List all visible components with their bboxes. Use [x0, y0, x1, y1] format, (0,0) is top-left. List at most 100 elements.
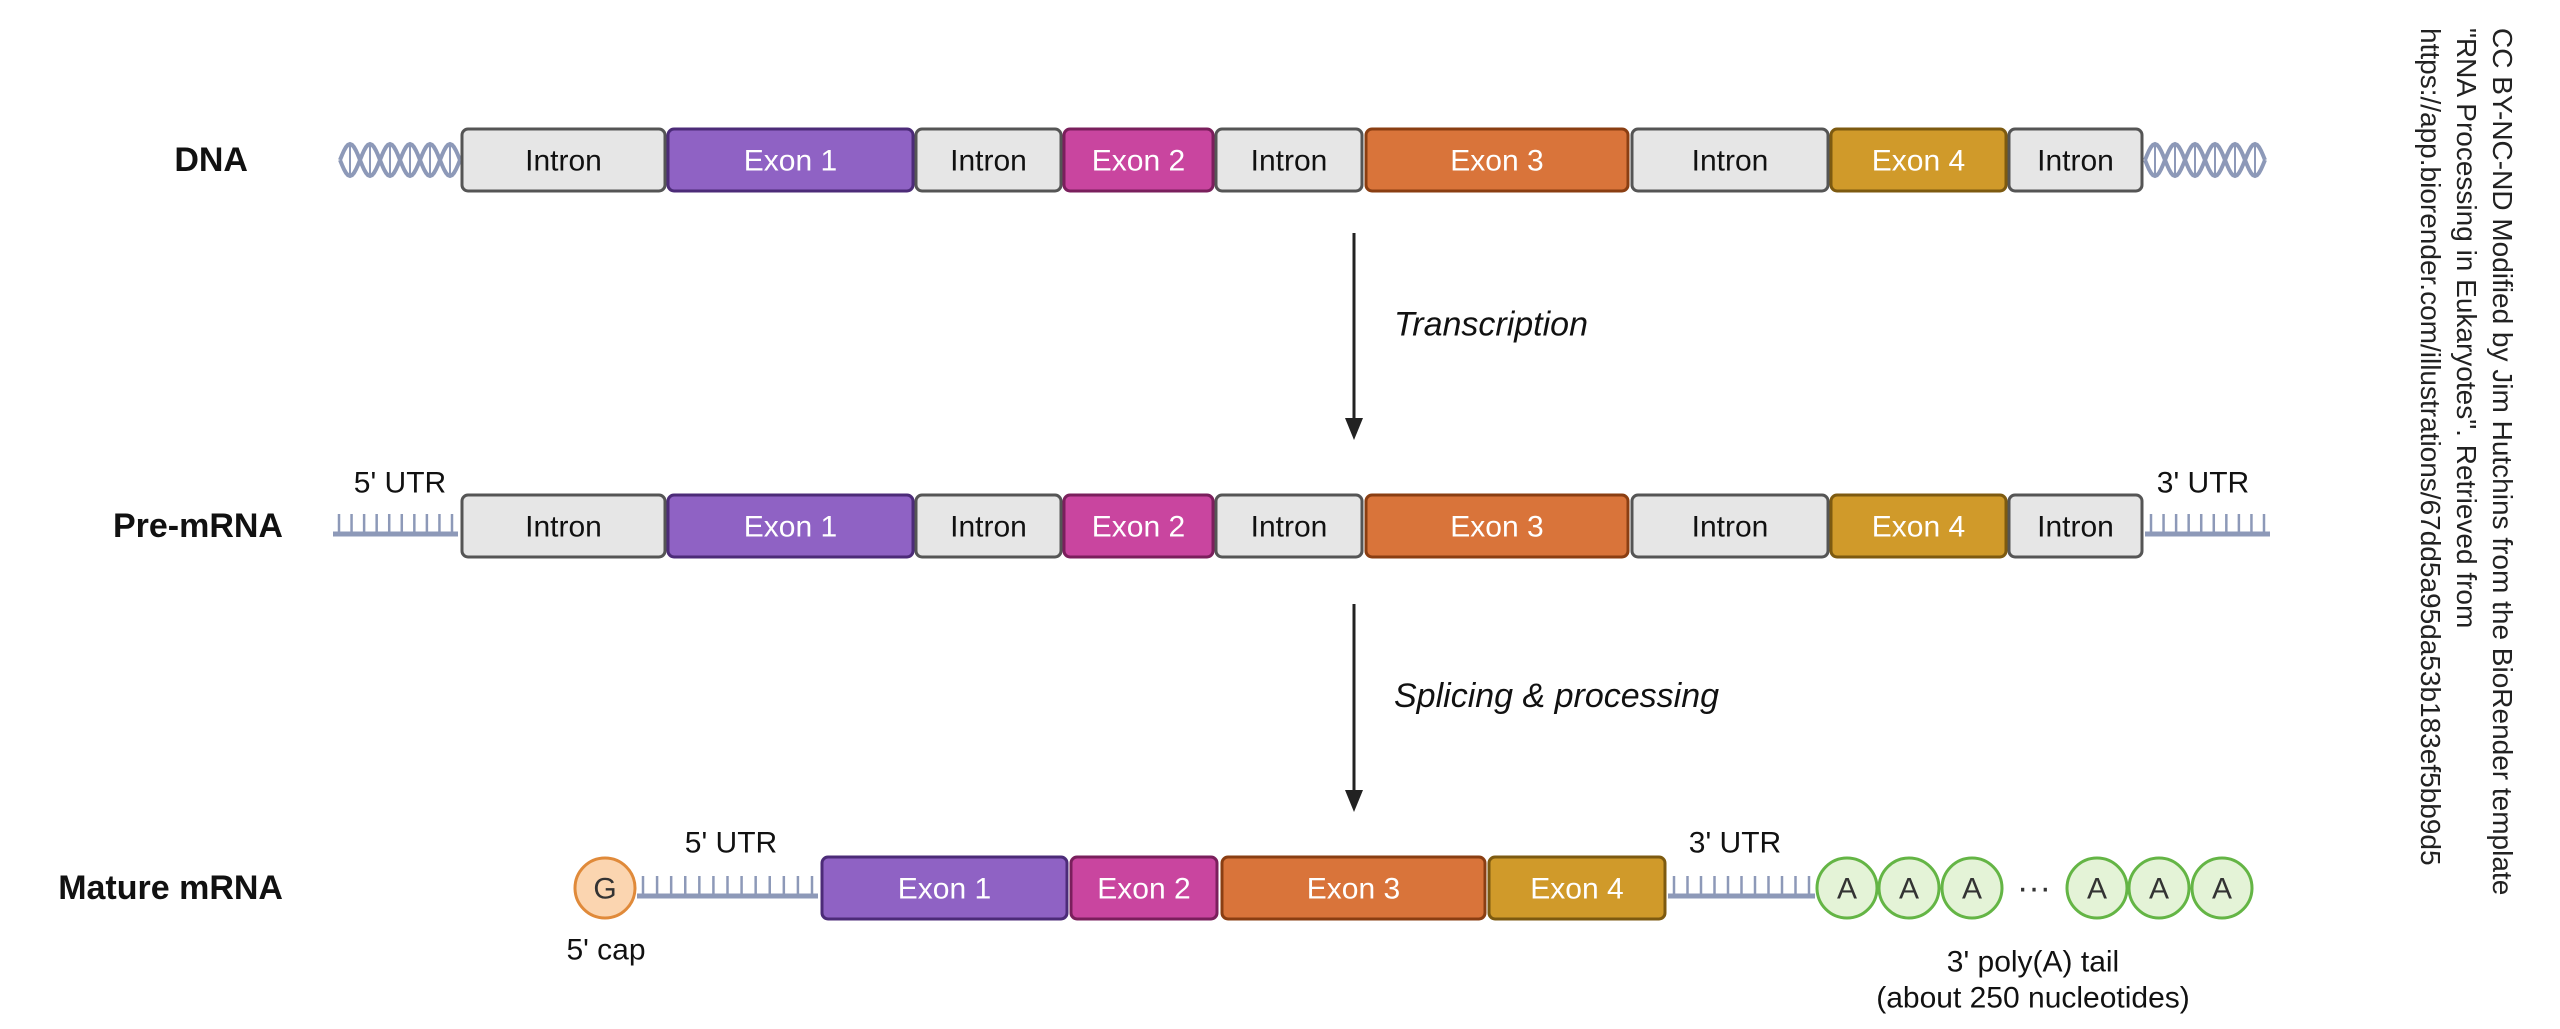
rna-strand-icon	[333, 514, 458, 537]
segment-label: Intron	[2037, 511, 2114, 544]
adenine-circle	[2190, 856, 2254, 920]
segment-label: Exon 4	[1872, 511, 1965, 544]
rna-strand-icon	[2145, 514, 2270, 537]
adenine-circle	[1877, 856, 1941, 920]
arrow-head-icon	[1345, 418, 1363, 440]
row-label-pre-mrna: Pre-mRNA	[113, 507, 283, 545]
segment-label: Exon 4	[1530, 873, 1623, 906]
segment-label: Exon 3	[1450, 511, 1543, 544]
tail-ellipsis: ···	[2017, 869, 2051, 907]
rna-strand-icon	[1668, 876, 1815, 899]
transcription-arrow: Transcription	[1345, 233, 1588, 440]
segment-box	[1487, 855, 1667, 921]
segment-label: Intron	[950, 145, 1027, 178]
adenine-circle	[1815, 856, 1879, 920]
segment-box	[1364, 493, 1630, 559]
exon4-segment: Exon 4	[1829, 127, 2008, 193]
segment-label: Intron	[1251, 511, 1328, 544]
utr3-label: 3' UTR	[1689, 827, 1781, 860]
exon2-segment: Exon 2	[1062, 127, 1215, 193]
segment-label: Exon 3	[1307, 873, 1400, 906]
attribution: CC BY-NC-ND Modified by Jim Hutchins fro…	[2415, 28, 2520, 1008]
utr5-label: 5' UTR	[354, 467, 446, 500]
intron-segment: Intron	[1214, 127, 1364, 193]
tail-label-line-2: (about 250 nucleotides)	[1876, 982, 2190, 1015]
attribution-line-2: "RNA Processing in Eukaryotes". Retrieve…	[2451, 28, 2482, 629]
segment-label: Exon 3	[1450, 145, 1543, 178]
intron-segment: Intron	[460, 127, 667, 193]
segment-box	[460, 493, 667, 559]
cap-letter: G	[593, 873, 616, 906]
exon2-segment: Exon 2	[1062, 493, 1215, 559]
segment-label: Intron	[950, 511, 1027, 544]
segment-box	[820, 855, 1069, 921]
exon3-segment: Exon 3	[1364, 127, 1630, 193]
dna-helix-icon	[338, 141, 462, 179]
segment-label: Exon 1	[744, 145, 837, 178]
segment-box	[1062, 127, 1215, 193]
segment-box	[1364, 127, 1630, 193]
utr5-label: 5' UTR	[685, 827, 777, 860]
segment-box	[1829, 493, 2008, 559]
intron-segment: Intron	[2007, 493, 2144, 559]
segment-box	[1062, 493, 1215, 559]
attribution-line-1: CC BY-NC-ND Modified by Jim Hutchins fro…	[2487, 28, 2518, 896]
segment-box	[460, 127, 667, 193]
segment-box	[1214, 493, 1364, 559]
adenine-letter: A	[1899, 873, 1919, 906]
segment-box	[914, 127, 1063, 193]
helix-strand	[2143, 141, 2267, 179]
segment-label: Exon 1	[744, 511, 837, 544]
segment-label: Exon 4	[1872, 145, 1965, 178]
intron-segment: Intron	[2007, 127, 2144, 193]
adenine-letter: A	[2212, 873, 2232, 906]
row-label-mature-mrna: Mature mRNA	[58, 869, 283, 907]
intron-segment: Intron	[460, 493, 667, 559]
intron-segment: Intron	[914, 127, 1063, 193]
segment-box	[1630, 127, 1830, 193]
segment-box	[666, 127, 915, 193]
exon4-segment: Exon 4	[1487, 855, 1667, 921]
exon1-segment: Exon 1	[666, 127, 915, 193]
segment-box	[1630, 493, 1830, 559]
tail-label-line-1: 3' poly(A) tail	[1947, 946, 2119, 979]
arrow-label: Splicing & processing	[1394, 677, 1719, 715]
adenine-letter: A	[2087, 873, 2107, 906]
exon1-segment: Exon 1	[820, 855, 1069, 921]
intron-segment: Intron	[1630, 127, 1830, 193]
segment-label: Intron	[1251, 145, 1328, 178]
row-label-dna: DNA	[174, 141, 248, 179]
exon2-segment: Exon 2	[1069, 855, 1219, 921]
cap-label: 5' cap	[566, 934, 645, 967]
exon1-segment: Exon 1	[666, 493, 915, 559]
intron-segment: Intron	[1214, 493, 1364, 559]
segment-label: Exon 2	[1097, 873, 1190, 906]
segment-box	[1069, 855, 1219, 921]
segment-box	[1214, 127, 1364, 193]
segment-label: Exon 1	[898, 873, 991, 906]
helix-strand	[338, 141, 462, 179]
adenine-letter: A	[2149, 873, 2169, 906]
segment-box	[2007, 493, 2144, 559]
utr3-label: 3' UTR	[2157, 467, 2249, 500]
segment-label: Intron	[1692, 511, 1769, 544]
adenine-circle	[2065, 856, 2129, 920]
segment-label: Intron	[525, 511, 602, 544]
intron-segment: Intron	[914, 493, 1063, 559]
segment-box	[1220, 855, 1487, 921]
arrow-head-icon	[1345, 790, 1363, 812]
segment-label: Intron	[1692, 145, 1769, 178]
attribution-line-3: https://app.biorender.com/illustrations/…	[2415, 28, 2446, 866]
segment-box	[914, 493, 1063, 559]
cap-circle	[573, 856, 637, 920]
adenine-circle	[2127, 856, 2191, 920]
segment-label: Exon 2	[1092, 145, 1185, 178]
splicing-arrow: Splicing & processing	[1345, 604, 1719, 812]
segment-box	[1829, 127, 2008, 193]
adenine-circle	[1940, 856, 2004, 920]
exon3-segment: Exon 3	[1220, 855, 1487, 921]
segment-label: Exon 2	[1092, 511, 1185, 544]
